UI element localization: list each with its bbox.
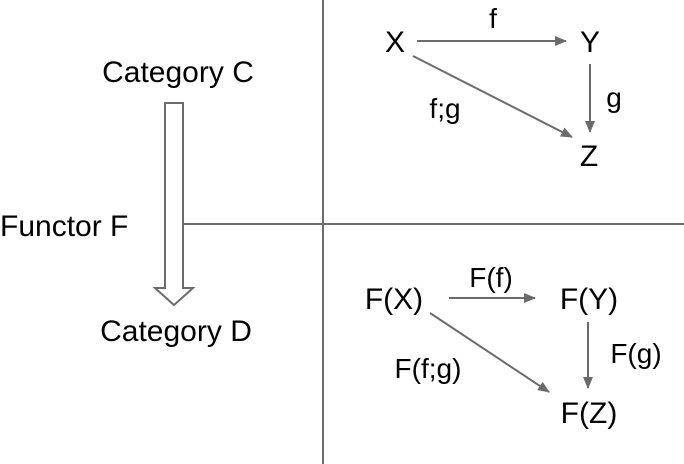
node-z: Z xyxy=(580,140,598,173)
node-x: X xyxy=(385,26,405,59)
arrow-composite xyxy=(412,55,573,138)
category-c-label: Category C xyxy=(102,56,254,89)
label-ff: F(f) xyxy=(469,262,513,293)
node-fx: F(X) xyxy=(365,283,423,316)
label-f: f xyxy=(489,3,497,34)
functor-arrow xyxy=(152,102,196,307)
label-fcomposite: F(f;g) xyxy=(395,353,462,384)
label-fg: F(g) xyxy=(610,338,661,369)
arrow-fcomposite xyxy=(429,312,550,393)
label-g: g xyxy=(606,82,622,113)
node-fy: F(Y) xyxy=(560,283,618,316)
label-composite: f;g xyxy=(429,93,460,124)
functor-label: Functor F xyxy=(0,210,128,243)
node-fz: F(Z) xyxy=(561,397,618,430)
category-d-label: Category D xyxy=(100,315,252,348)
node-y: Y xyxy=(580,26,600,59)
